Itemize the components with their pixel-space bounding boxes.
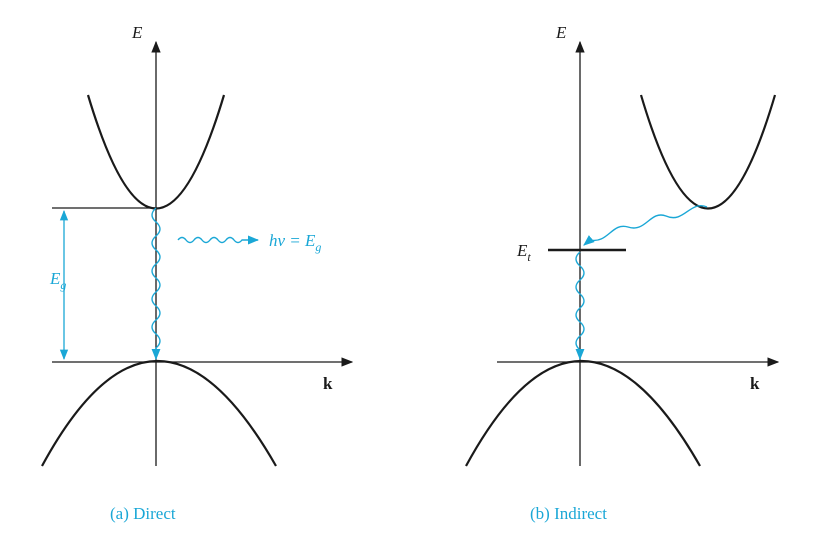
valence-band-a bbox=[41, 359, 277, 467]
photon-icon bbox=[177, 235, 260, 245]
energy-axis-label-a: E bbox=[131, 23, 143, 42]
direct-transition-arrow bbox=[151, 207, 161, 361]
photon-energy-label: hν = Eg bbox=[269, 231, 321, 254]
energy-axis-label-b: E bbox=[555, 23, 567, 42]
k-axis-label-b: k bbox=[750, 374, 760, 393]
k-axis-label-a: k bbox=[323, 374, 333, 393]
band-gap-label: Eg bbox=[49, 269, 66, 292]
caption-indirect: (b) Indirect bbox=[530, 504, 607, 523]
capture-to-trap-arrow bbox=[583, 205, 708, 246]
trap-level-label: Et bbox=[516, 241, 531, 264]
panel-direct: E k Eg hν = Eg (a) Direct bbox=[41, 23, 354, 523]
trap-to-valence-arrow bbox=[575, 251, 585, 361]
panel-indirect: E k Et (b) Indirect bbox=[465, 23, 780, 523]
caption-direct: (a) Direct bbox=[110, 504, 176, 523]
conduction-band-b bbox=[639, 94, 777, 210]
valence-band-b bbox=[465, 359, 701, 467]
